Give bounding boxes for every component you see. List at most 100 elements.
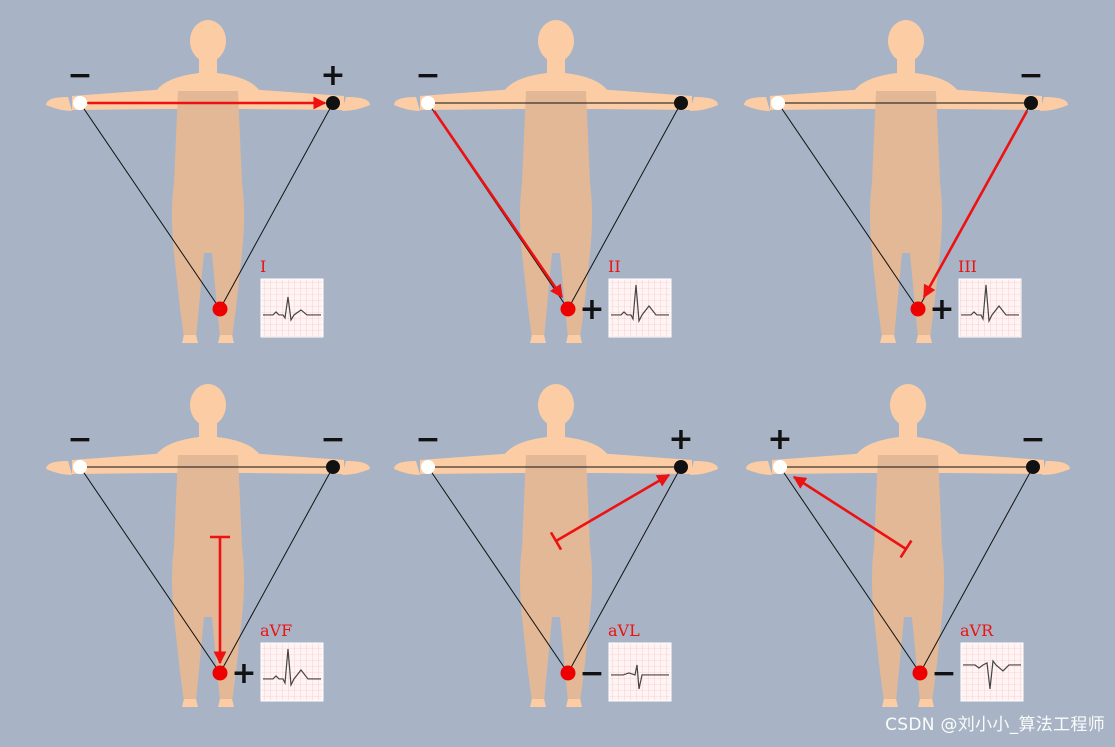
left-polarity-sign: − [415,58,440,93]
right-hand [690,461,718,475]
ecg-strip [958,278,1022,338]
lead-vector-tail-bar [899,539,913,559]
left-hand [46,461,72,475]
shoulders [156,437,260,455]
foot-polarity-sign: + [929,292,954,327]
right-arm-electrode [421,460,435,474]
shoulders [156,73,260,91]
left-leg-electrode [910,301,926,317]
left-arm-electrode [674,96,688,110]
ecg-trace [611,664,669,690]
foot-polarity-sign: − [579,656,604,691]
lead-vector-arrow [555,473,671,543]
ecg-trace [263,296,321,322]
torso-and-legs [520,455,592,702]
torso-and-legs [870,91,942,338]
right-foot [566,335,582,343]
triangle-side-right [219,466,334,674]
ecg-trace [961,284,1019,324]
torso-and-legs [872,455,944,702]
lead-panel-II: − +II [394,20,718,343]
left-polarity-sign: − [67,58,92,93]
head [538,20,574,62]
foot-polarity-sign: − [931,656,956,691]
head [888,20,924,62]
ecg-trace [611,284,669,324]
right-arm-electrode [73,96,87,110]
lead-label: aVL [608,621,640,640]
left-arm-electrode [1026,460,1040,474]
triangle-side-left [427,466,569,674]
left-polarity-sign: + [767,422,792,457]
left-hand [744,97,770,111]
lead-vector-arrow [792,475,907,551]
lead-panel-I: − + I [46,20,370,343]
neck [199,59,217,75]
right-arm-electrode [771,96,785,110]
foot-polarity-sign: + [579,292,604,327]
left-foot [530,699,546,707]
lead-label: aVR [960,621,994,640]
torso-and-legs [172,455,244,702]
lead-vector-tail-bar [549,531,563,551]
right-arm-electrode [421,96,435,110]
triangle-side-left [777,102,919,310]
left-hand [394,97,420,111]
left-foot [880,335,896,343]
triangle-side-right [567,102,682,310]
right-foot [218,699,234,707]
left-foot [882,699,898,707]
ecg-trace [263,648,321,688]
neck [547,59,565,75]
right-hand [1042,461,1070,475]
left-foot [530,335,546,343]
left-foot [182,699,198,707]
lead-panel-aVR: +−−aVR [746,384,1070,707]
left-polarity-sign: − [67,422,92,457]
lead-label: III [958,257,977,276]
left-leg-electrode [212,301,228,317]
left-arm-electrode [1024,96,1038,110]
ecg-strip [608,278,672,338]
right-polarity-sign: + [320,58,345,93]
lead-panel-III: −+III [744,20,1068,343]
right-hand [1040,97,1068,111]
triangle-side-right [919,466,1034,674]
neck [547,423,565,439]
left-arm-electrode [326,96,340,110]
triangle-side-right [219,102,334,310]
lead-vector-arrow [922,110,1029,299]
ecg-strip [260,642,324,702]
shoulders [504,437,608,455]
shoulders [504,73,608,91]
left-arm-electrode [674,460,688,474]
lead-panel-aVF: −−+aVF [46,384,370,707]
left-leg-electrode [560,301,576,317]
right-polarity-sign: + [668,422,693,457]
left-polarity-sign: − [415,422,440,457]
ecg-strip [260,278,324,338]
right-hand [690,97,718,111]
right-foot [916,335,932,343]
left-hand [394,461,420,475]
ecg-trace [963,659,1021,690]
foot-polarity-sign: + [231,656,256,691]
torso-and-legs [520,91,592,338]
neck [899,423,917,439]
torso-and-legs [172,91,244,338]
triangle-side-left [79,102,221,310]
triangle-side-left [779,466,921,674]
watermark: CSDN @刘小小_算法工程师 [885,715,1105,735]
head [538,384,574,426]
shoulders [856,437,960,455]
head [890,384,926,426]
lead-label: II [608,257,621,276]
lead-panel-aVL: −+−aVL [394,384,718,707]
triangle-side-left [79,466,221,674]
ecg-strip [608,642,672,702]
head [190,384,226,426]
lead-label: I [260,257,266,276]
neck [199,423,217,439]
